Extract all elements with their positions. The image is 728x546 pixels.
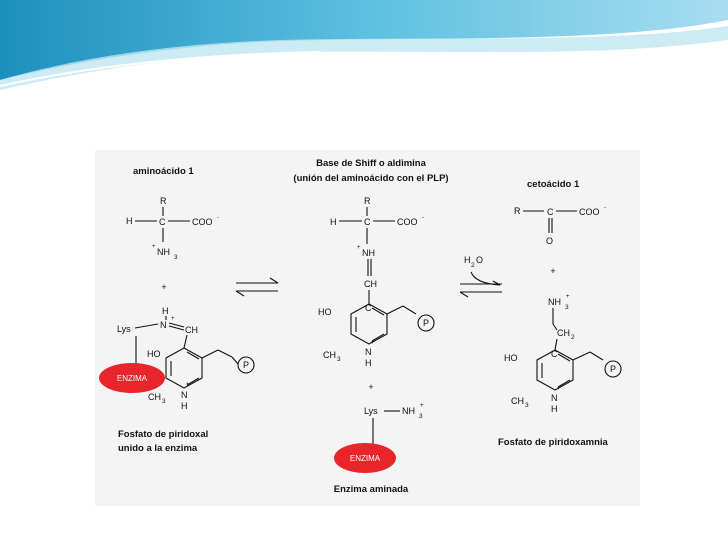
caption-aminated-enzyme: Enzima aminada xyxy=(334,484,409,495)
atom-ho: HO xyxy=(147,349,161,359)
charge-plus: + xyxy=(566,294,570,300)
enzyme-label: ENZIMA xyxy=(117,374,148,383)
label-aminoacid-1: aminoácido 1 xyxy=(133,166,194,177)
atom-p: P xyxy=(423,318,429,328)
charge-plus: + xyxy=(371,340,375,346)
atom-n: N xyxy=(160,320,167,330)
pmp-structure: NH 3 + CH 2 C HO P CH 3 + N H xyxy=(504,294,622,414)
atom-h: H xyxy=(126,216,133,226)
label-ketoacid-1: cetoácido 1 xyxy=(527,179,580,190)
charge-minus: - xyxy=(604,205,606,211)
atom-p: P xyxy=(243,360,249,370)
charge-minus: - xyxy=(217,215,219,221)
atom-nh3: NH xyxy=(402,406,415,416)
label-shiff-base: Base de Shiff o aldimina xyxy=(316,158,427,169)
atom-r: R xyxy=(364,196,371,206)
atom-h: H xyxy=(365,358,372,368)
water-o: O xyxy=(476,255,483,265)
atom-coo: COO xyxy=(579,207,600,217)
caption-plp-1: Fosfato de piridoxal xyxy=(118,429,208,440)
atom-c: C xyxy=(551,349,558,359)
atom-lys: Lys xyxy=(117,324,131,334)
atom-nh3: NH xyxy=(157,247,170,257)
charge-minus: - xyxy=(422,215,424,221)
plus-sign-right: + xyxy=(550,266,555,276)
atom-ch3: CH xyxy=(511,396,524,406)
atom-h: H xyxy=(162,306,169,316)
charge-plus: + xyxy=(557,386,561,392)
atom-h: H xyxy=(551,404,558,414)
ketoacid-1-structure: R C COO - O xyxy=(514,205,606,246)
caption-pmp: Fosfato de piridoxamnia xyxy=(498,437,609,448)
charge-plus: + xyxy=(420,403,424,409)
equilibrium-arrow-left xyxy=(235,277,279,297)
plp-enzyme-structure: H + N Lys CH HO P CH 3 + N H ENZIMA xyxy=(99,306,255,411)
atom-lys: Lys xyxy=(364,406,378,416)
atom-c: C xyxy=(364,217,371,227)
subscript-3: 3 xyxy=(337,356,341,363)
charge-plus: + xyxy=(186,382,190,388)
water-subscript: 2 xyxy=(471,262,475,269)
atom-ho: HO xyxy=(318,307,332,317)
subscript-2: 2 xyxy=(571,334,575,341)
atom-ch: CH xyxy=(364,279,377,289)
atom-ch3: CH xyxy=(323,350,336,360)
subscript-3: 3 xyxy=(162,398,166,405)
label-shiff-subtitle: (unión del aminoácido con el PLP) xyxy=(293,173,448,184)
water-h: H xyxy=(464,255,471,265)
enzyme-blob xyxy=(99,363,165,393)
atom-n: N xyxy=(181,390,188,400)
atom-h: H xyxy=(330,217,337,227)
aminoacid-1-structure: R H C COO - + NH 3 xyxy=(126,196,219,261)
shiff-base-structure: R H C COO - + NH CH C HO P CH 3 + N H xyxy=(318,196,435,368)
caption-plp-2: unido a la enzima xyxy=(118,443,198,454)
atom-ho: HO xyxy=(504,353,518,363)
atom-nh: NH xyxy=(362,248,375,258)
atom-nh3: NH xyxy=(548,297,561,307)
enzyme-blob xyxy=(334,443,396,473)
aminated-enzyme-structure: Lys NH 3 + ENZIMA xyxy=(334,403,424,473)
plus-sign-left: + xyxy=(161,282,166,292)
atom-p: P xyxy=(610,364,616,374)
atom-coo: COO xyxy=(397,217,418,227)
water-molecule: H 2 O xyxy=(464,255,483,269)
header-wave-banner xyxy=(0,0,728,90)
atom-c: C xyxy=(547,207,554,217)
atom-c: C xyxy=(365,303,372,313)
atom-ch: CH xyxy=(185,325,198,335)
equilibrium-arrow-right xyxy=(459,271,502,298)
subscript-3: 3 xyxy=(174,254,178,261)
atom-n: N xyxy=(551,393,558,403)
atom-ch3: CH xyxy=(148,392,161,402)
subscript-3: 3 xyxy=(525,402,529,409)
charge-plus: + xyxy=(171,316,175,322)
subscript-3: 3 xyxy=(419,413,423,420)
enzyme-label: ENZIMA xyxy=(350,454,381,463)
atom-n: N xyxy=(365,347,372,357)
atom-ch2: CH xyxy=(557,328,570,338)
atom-o: O xyxy=(546,236,553,246)
charge-plus: + xyxy=(357,245,361,251)
atom-c: C xyxy=(159,217,166,227)
plus-sign-middle: + xyxy=(368,382,373,392)
subscript-3: 3 xyxy=(565,304,569,311)
atom-r: R xyxy=(514,206,521,216)
atom-r: R xyxy=(160,196,167,206)
charge-plus: + xyxy=(152,244,156,250)
atom-coo: COO xyxy=(192,217,213,227)
atom-h: H xyxy=(181,401,188,411)
